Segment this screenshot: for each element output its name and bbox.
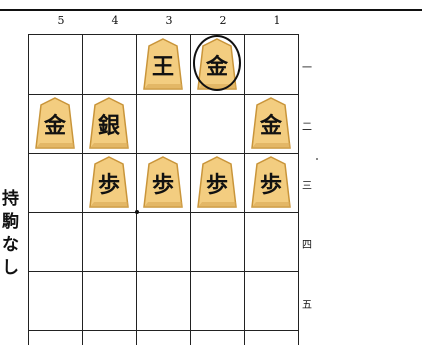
shogi-piece-pawn[interactable]: 歩 [196,156,238,208]
shogi-piece-gold[interactable]: 金 [250,97,292,149]
piece-label: 金 [259,113,283,139]
grid-line [28,94,299,95]
file-label-2: 2 [196,14,250,27]
grid-line [190,34,191,345]
shogi-piece-silver-promoted-style[interactable]: 銀 [88,97,130,149]
grid-line [28,330,299,331]
shogi-piece-pawn[interactable]: 歩 [250,156,292,208]
top-border-line [0,9,422,11]
file-label-1: 1 [250,14,304,27]
file-label-4: 4 [88,14,142,27]
piece-label: 歩 [152,172,174,198]
rank-label-3: 三 [299,177,315,192]
stray-mark [316,158,318,160]
piece-label: 銀 [98,113,120,139]
piece-label: 金 [43,113,67,139]
shogi-piece-pawn[interactable]: 歩 [142,156,184,208]
rank-label-2: 二 [299,118,315,133]
rank-label-5: 五 [299,296,315,311]
last-move-highlight [193,35,241,91]
file-label-5: 5 [34,14,88,27]
piece-label: 歩 [206,172,228,198]
piece-label: 歩 [98,172,120,198]
piece-label: 歩 [260,172,282,198]
grid-line [28,153,299,154]
hand-text-char: な [2,234,16,257]
shogi-piece-gold[interactable]: 金 [34,97,76,149]
grid-line [28,271,299,272]
grid-line [28,212,299,213]
shogi-piece-pawn[interactable]: 歩 [88,156,130,208]
file-label-3: 3 [142,14,196,27]
grid-line [136,34,137,345]
rank-label-1: 一 [299,59,315,74]
grid-line [82,34,83,345]
grid-line [244,34,245,345]
piece-label: 王 [152,54,174,80]
grid-line [28,34,29,345]
shogi-piece-king[interactable]: 王 [142,38,184,90]
grid-line [28,34,299,35]
hand-pieces-text: 持駒なし [2,188,16,280]
hand-text-char: 持 [2,188,16,211]
board-star-point [135,210,139,214]
rank-label-4: 四 [299,236,315,251]
hand-text-char: し [2,257,16,280]
hand-text-char: 駒 [2,211,16,234]
